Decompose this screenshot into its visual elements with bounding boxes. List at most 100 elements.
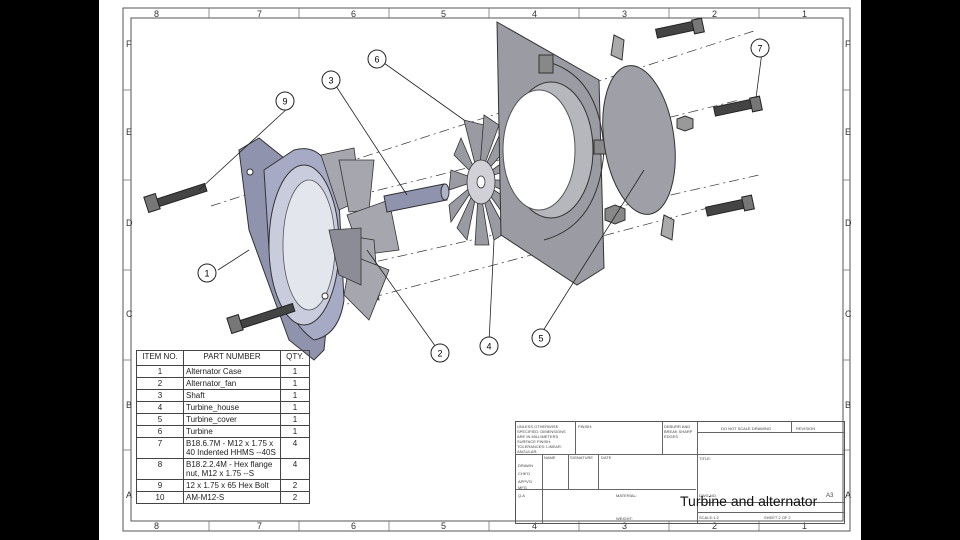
- bolt-7-mid: [713, 95, 763, 117]
- balloon-6: 6: [367, 49, 387, 69]
- bom-item-no: 3: [136, 389, 184, 402]
- bom-item-no: 9: [136, 479, 184, 492]
- bom-item-no: 8: [136, 458, 184, 480]
- drawing-sheet: 1 2 3 4 5 6 7 9 8 7 6 5 4 3 2 1 8 7 6 5 …: [99, 0, 861, 540]
- bom-item-no: 1: [136, 365, 184, 378]
- bom-part-number: Alternator_fan: [183, 377, 281, 390]
- zone-ticks: [123, 8, 850, 531]
- balloon-label: 2: [437, 349, 442, 359]
- zone-bottom-2: 2: [712, 521, 718, 531]
- tolerance-note: UNLESS OTHERWISE SPECIFIED: DIMENSIONS A…: [517, 424, 566, 454]
- bom-header-part: PART NUMBER: [183, 350, 281, 366]
- bom-item-no: 4: [136, 401, 184, 414]
- zone-left-C: C: [126, 309, 133, 319]
- bom-part-number: Alternator Case: [183, 365, 281, 378]
- outer-frame: [122, 7, 851, 532]
- zone-top-5: 5: [441, 9, 447, 19]
- zone-top-6: 6: [351, 9, 357, 19]
- zone-right-B: B: [845, 400, 852, 410]
- balloon-7: 7: [750, 38, 770, 58]
- zone-top-7: 7: [257, 9, 263, 19]
- scale-value: SCALE:1:2: [699, 515, 719, 520]
- zone-top-4: 4: [532, 9, 538, 19]
- role-qa: Q.A: [518, 493, 525, 498]
- balloon-9: 9: [275, 91, 295, 111]
- bom-qty: 2: [280, 491, 310, 504]
- bolt-7-top: [655, 17, 705, 39]
- bom-part-number: B18.2.2.4M - Hex flange nut, M12 x 1.75 …: [183, 458, 281, 480]
- turbine-house: [496, 21, 626, 286]
- role-approved: APPV'D: [518, 479, 533, 484]
- role-mfg: MFG: [518, 485, 527, 490]
- alternator-fan: [320, 147, 400, 321]
- bom-qty: 4: [280, 458, 310, 480]
- balloon-label: 3: [328, 76, 333, 86]
- zone-bottom-6: 6: [351, 521, 357, 531]
- balloon-label: 9: [282, 97, 287, 107]
- exploded-view: 1 2 3 4 5 6 7 9: [122, 7, 851, 532]
- shaft: [383, 183, 450, 213]
- zone-right-D: D: [845, 218, 852, 228]
- bom-header-item: ITEM NO.: [136, 350, 184, 366]
- drawing-title: Turbine and alternator: [680, 493, 818, 509]
- bom-qty: 1: [280, 365, 310, 378]
- material-label: MATERIAL:: [616, 493, 637, 498]
- bom-item-no: 10: [136, 491, 184, 504]
- zone-bottom-7: 7: [257, 521, 263, 531]
- balloon-label: 5: [538, 334, 543, 344]
- zone-bottom-5: 5: [441, 521, 447, 531]
- zone-left-E: E: [126, 127, 133, 137]
- bom-item-no: 7: [136, 437, 184, 459]
- bom-part-number: Turbine_house: [183, 401, 281, 414]
- zone-bottom-3: 3: [622, 521, 628, 531]
- balloon-3: 3: [321, 70, 341, 90]
- balloon-2: 2: [430, 343, 450, 363]
- inner-frame: [130, 17, 844, 522]
- zone-left-D: D: [126, 218, 133, 228]
- bom-header-row: ITEM NO. PART NUMBER QTY.: [136, 350, 310, 366]
- bom-qty: 1: [280, 413, 310, 426]
- no-scale-note: DO NOT SCALE DRAWING: [721, 426, 772, 431]
- bom-qty: 1: [280, 389, 310, 402]
- zone-top-1: 1: [802, 9, 808, 19]
- zone-right-E: E: [845, 127, 852, 137]
- bom-part-number: B18.6.7M - M12 x 1.75 x 40 Indented HHMS…: [183, 437, 281, 459]
- leader-lines: [198, 51, 763, 351]
- balloon-label: 1: [204, 269, 209, 279]
- finish-label: FINISH:: [578, 424, 593, 429]
- sheet-value: SHEET 2 OF 2: [764, 515, 791, 520]
- revision-label: REVISION: [796, 426, 816, 431]
- alternator-case: [238, 137, 345, 361]
- zone-left-F: F: [126, 39, 132, 49]
- size-value: A3: [826, 493, 834, 499]
- bom-part-number: Shaft: [183, 389, 281, 402]
- balloon-4: 4: [479, 336, 499, 356]
- zone-top-2: 2: [712, 9, 718, 19]
- zone-right-F: F: [845, 39, 851, 49]
- bom-qty: 1: [280, 377, 310, 390]
- bom-part-number: 12 x 1.75 x 65 Hex Bolt: [183, 479, 281, 492]
- bolt-9-lower: [226, 302, 296, 335]
- bom-item-no: 5: [136, 413, 184, 426]
- signature-col-label: SIGNATURE: [570, 455, 594, 460]
- bom-qty: 4: [280, 437, 310, 459]
- bom-qty: 1: [280, 401, 310, 414]
- title-block: UNLESS OTHERWISE SPECIFIED: DIMENSIONS A…: [515, 421, 845, 524]
- bom-part-number: Turbine: [183, 425, 281, 438]
- balloon-5: 5: [531, 328, 551, 348]
- zone-right-A: A: [845, 490, 852, 500]
- role-drawn: DRAWN: [518, 463, 533, 468]
- weight-label: WEIGHT:: [616, 516, 633, 521]
- zone-bottom-4: 4: [532, 521, 538, 531]
- zone-right-C: C: [845, 309, 852, 319]
